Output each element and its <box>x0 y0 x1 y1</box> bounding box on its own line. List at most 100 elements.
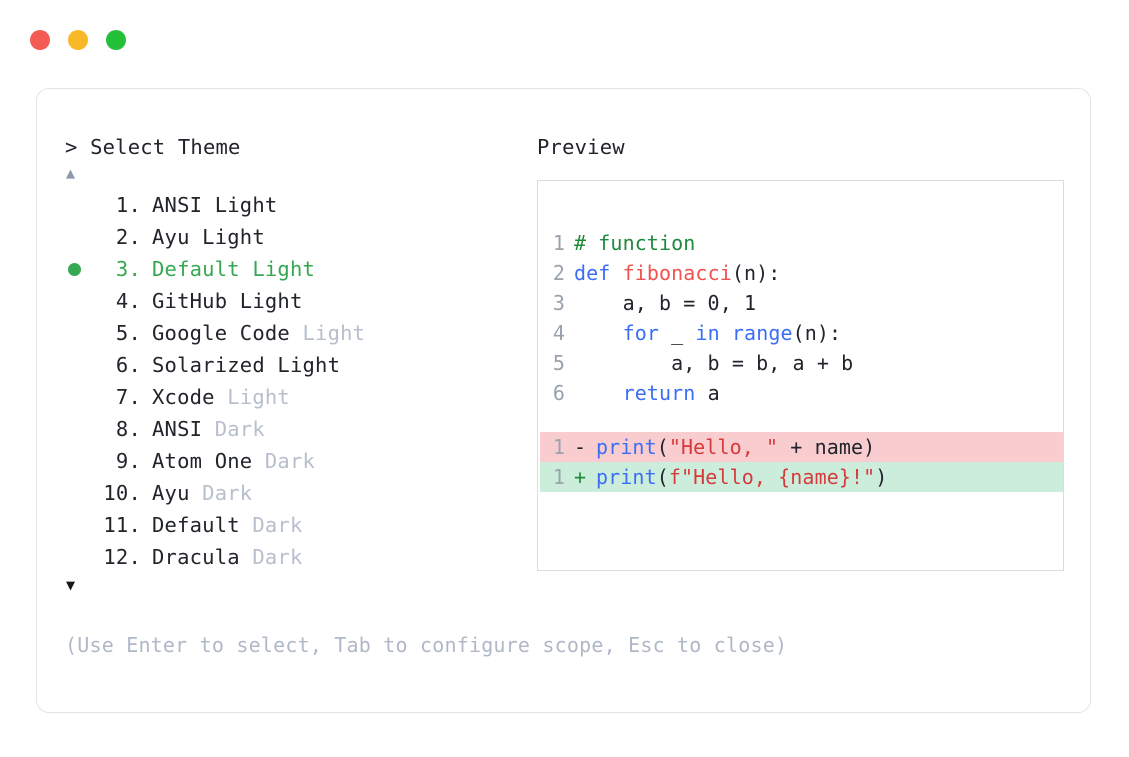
selection-bullet-cell <box>65 189 97 221</box>
theme-item-index: 11. <box>103 513 141 537</box>
window-traffic-lights <box>30 30 126 50</box>
selection-bullet-cell <box>65 317 97 349</box>
selection-bullet-cell <box>65 285 97 317</box>
theme-item-name: ANSI <box>152 417 203 441</box>
theme-item-index: 8. <box>115 417 141 441</box>
code-line-number: 3 <box>552 291 565 315</box>
theme-list-item[interactable]: 3. Default Light <box>65 253 525 285</box>
theme-item-name: Google Code <box>152 321 290 345</box>
theme-list-item[interactable]: 12. Dracula Dark <box>65 541 525 573</box>
theme-item-index: 5. <box>115 321 141 345</box>
theme-item-variant: Dark <box>239 545 303 569</box>
theme-item-index: 12. <box>103 545 141 569</box>
code-line-text: # function <box>574 228 695 258</box>
theme-list-item[interactable]: 7.Xcode Light <box>65 381 525 413</box>
code-token: + name) <box>778 435 876 459</box>
code-token: print <box>596 435 657 459</box>
theme-item-name: Ayu <box>152 481 190 505</box>
theme-item-index: 9. <box>115 449 141 473</box>
code-line: 5 a, b = b, a + b <box>540 348 1063 378</box>
theme-item-variant: Dark <box>202 417 265 441</box>
code-token <box>574 381 623 405</box>
code-token <box>574 321 623 345</box>
diff-block: 1-print("Hello, " + name)1+print(f"Hello… <box>540 432 1063 492</box>
code-line: 6 return a <box>540 378 1063 408</box>
close-button-icon[interactable] <box>30 30 50 50</box>
theme-item-name: Atom One <box>152 449 253 473</box>
code-line-text: a, b = 0, 1 <box>574 288 756 318</box>
theme-item-index: 3. <box>115 257 141 281</box>
code-line: 3 a, b = 0, 1 <box>540 288 1063 318</box>
theme-item-index: 1. <box>115 193 141 217</box>
theme-list-item[interactable]: 1.ANSI Light <box>65 189 525 221</box>
code-token <box>720 321 732 345</box>
code-token: def <box>574 261 623 285</box>
theme-item-variant: Dark <box>239 513 303 537</box>
diff-line-text: print("Hello, " + name) <box>596 432 875 462</box>
theme-select-panel: > Select Theme ▲ 1. ANSI Light 2. Ayu Light… <box>65 133 525 597</box>
code-line-number: 6 <box>552 381 565 405</box>
scroll-up-icon[interactable]: ▲ <box>66 164 76 182</box>
code-line-number: 2 <box>552 261 565 285</box>
theme-item-variant: Light <box>239 257 316 281</box>
theme-list: 1. ANSI Light 2. Ayu Light 3. Default Light 4.… <box>65 189 525 573</box>
diff-added-line: 1 + print(f"Hello, {name}!") <box>540 462 1063 492</box>
minimize-button-icon[interactable] <box>68 30 88 50</box>
theme-item-variant: Light <box>214 385 290 409</box>
code-token: a, b = 0, 1 <box>574 291 757 315</box>
theme-item-variant: Dark <box>189 481 253 505</box>
code-token: print <box>596 465 657 489</box>
theme-item-index: 4. <box>115 289 141 313</box>
theme-list-item[interactable]: 2.Ayu Light <box>65 221 525 253</box>
code-token: "Hello, " <box>668 435 779 459</box>
theme-item-name: Ayu <box>152 225 190 249</box>
theme-list-item[interactable]: 4.GitHub Light <box>65 285 525 317</box>
theme-item-name: Default <box>152 257 240 281</box>
theme-item-variant: Light <box>289 321 366 345</box>
selection-bullet-cell <box>65 477 97 509</box>
code-line: 1# function <box>540 228 1063 258</box>
theme-list-item[interactable]: 8. ANSI Dark <box>65 413 525 445</box>
maximize-button-icon[interactable] <box>106 30 126 50</box>
theme-list-item[interactable]: 10.Ayu Dark <box>65 477 525 509</box>
code-line-text: return a <box>574 378 720 408</box>
keyboard-hint-text: (Use Enter to select, Tab to configure s… <box>65 633 788 657</box>
theme-item-name: Solarized <box>152 353 265 377</box>
code-line-number: 4 <box>552 321 565 345</box>
selection-bullet-cell <box>65 541 97 573</box>
code-token: a <box>695 381 720 405</box>
theme-item-index: 6. <box>115 353 141 377</box>
theme-item-name: ANSI <box>152 193 203 217</box>
theme-item-name: GitHub <box>152 289 228 313</box>
scroll-down-icon[interactable]: ▼ <box>66 576 76 594</box>
theme-picker-card: > Select Theme ▲ 1. ANSI Light 2. Ayu Light… <box>36 88 1091 713</box>
diff-line-number: 1 <box>552 465 565 489</box>
code-line-text: def fibonacci(n): <box>574 258 780 288</box>
theme-list-item[interactable]: 5. Google Code Light <box>65 317 525 349</box>
code-line-text: for _ in range(n): <box>574 318 842 348</box>
theme-list-item[interactable]: 6.Solarized Light <box>65 349 525 381</box>
theme-item-index: 2. <box>115 225 141 249</box>
selection-bullet-cell <box>65 349 97 381</box>
code-token: ) <box>875 465 888 489</box>
selection-bullet-cell <box>65 509 97 541</box>
diff-marker: + <box>574 465 587 489</box>
code-token: ( <box>656 435 669 459</box>
theme-item-name: Dracula <box>152 545 240 569</box>
select-theme-prompt: > Select Theme <box>65 135 241 159</box>
diff-line-text: print(f"Hello, {name}!") <box>596 462 887 492</box>
code-token: a, b = b, a + b <box>574 351 854 375</box>
code-token: f"Hello, {name}!" <box>668 465 876 489</box>
theme-item-variant: Dark <box>252 449 316 473</box>
diff-line-number: 1 <box>552 435 565 459</box>
code-token: (n): <box>731 261 781 285</box>
selection-bullet-cell <box>65 381 97 413</box>
code-token: ( <box>656 465 669 489</box>
theme-list-item[interactable]: 11.Default Dark <box>65 509 525 541</box>
theme-list-item[interactable]: 9. Atom One Dark <box>65 445 525 477</box>
code-token: (n): <box>792 321 842 345</box>
code-token: fibonacci <box>622 261 732 285</box>
